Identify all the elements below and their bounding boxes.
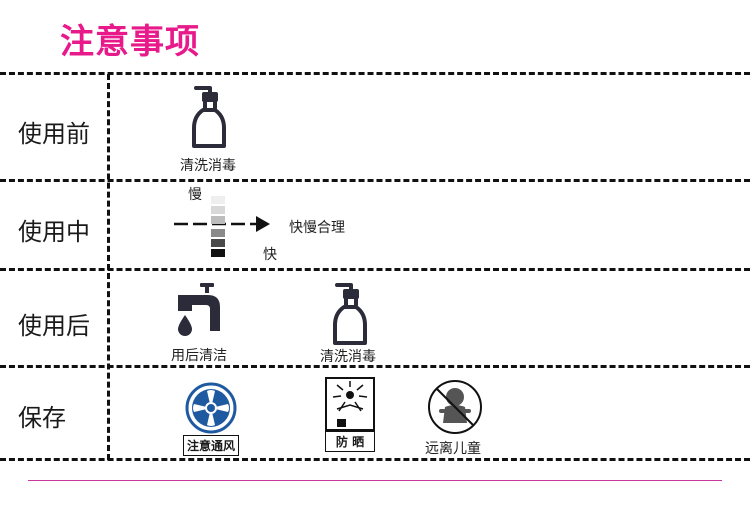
caption-sanitize-after: 清洗消毒 <box>320 349 376 365</box>
caption-speed: 快慢合理 <box>289 220 345 236</box>
divider-3 <box>0 365 750 368</box>
footer-divider <box>28 480 722 481</box>
row-label-after: 使用后 <box>18 312 90 340</box>
faucet-icon <box>178 283 220 336</box>
speed-fast-label: 快 <box>263 247 277 263</box>
column-divider <box>107 74 110 460</box>
divider-bottom <box>0 458 750 461</box>
ventilation-fan-icon <box>185 382 237 434</box>
caption-ventilation: 注意通风 <box>183 435 240 456</box>
caption-clean: 用后清洁 <box>171 348 227 364</box>
row-label-storage: 保存 <box>18 404 66 432</box>
caption-sun: 防 晒 <box>325 431 375 452</box>
speed-slow-label: 慢 <box>188 187 202 203</box>
sanitizer-bottle-icon <box>333 283 367 345</box>
page-title: 注意事项 <box>60 22 200 62</box>
caption-sanitize-before: 清洗消毒 <box>180 158 236 174</box>
divider-1 <box>0 179 750 182</box>
divider-2 <box>0 268 750 271</box>
speed-scale-icon <box>174 196 270 257</box>
caption-children: 远离儿童 <box>425 441 481 457</box>
no-children-icon <box>428 380 482 434</box>
divider-top <box>0 72 750 75</box>
sun-protection-icon <box>325 377 375 431</box>
row-label-before: 使用前 <box>18 120 90 148</box>
sanitizer-bottle-icon <box>192 86 226 148</box>
row-label-during: 使用中 <box>18 218 90 246</box>
